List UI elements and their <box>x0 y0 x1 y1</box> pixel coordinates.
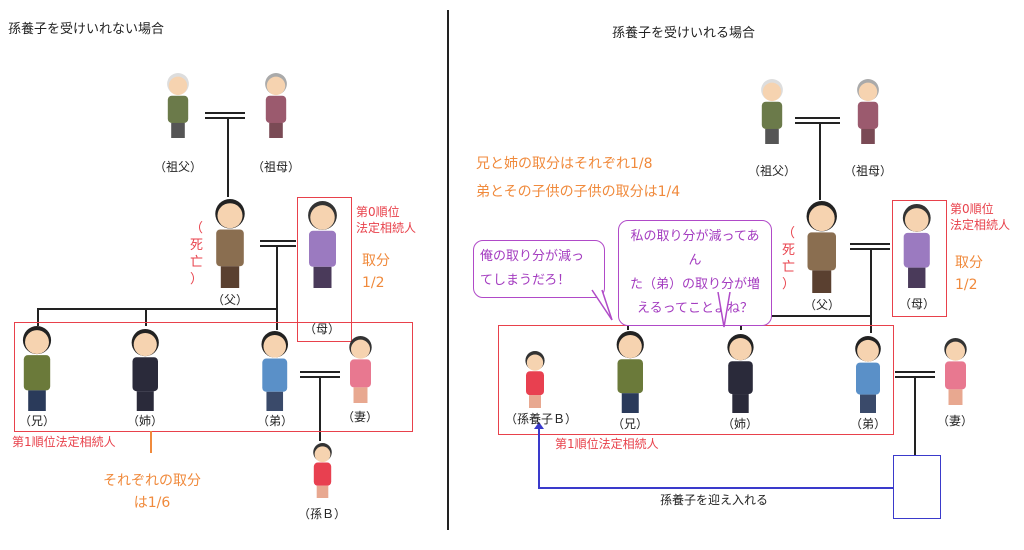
drop-line <box>145 308 147 326</box>
marriage-line <box>795 117 840 119</box>
divider <box>447 10 449 530</box>
person-label: （母） <box>898 297 935 311</box>
father-figure <box>806 201 838 293</box>
bubble-tail <box>591 289 613 321</box>
right-title: 孫養子を受けいれる場合 <box>612 26 756 41</box>
person-label: （兄） <box>18 414 55 428</box>
drop-line <box>276 308 278 330</box>
descent-line <box>227 117 229 197</box>
elder-sister-figure <box>131 329 159 411</box>
elder-sister-figure <box>726 334 754 413</box>
sibling-line <box>37 308 278 310</box>
person-label: （祖母） <box>251 160 300 174</box>
adopted-grandchild-figure <box>525 351 545 408</box>
arrow-head-icon <box>534 422 544 429</box>
father-figure <box>215 199 245 288</box>
younger-brother-figure <box>855 336 881 413</box>
person-label: （祖母） <box>843 164 892 178</box>
grandmother-figure <box>857 79 879 144</box>
children-highlight <box>14 322 413 432</box>
descent-line <box>319 376 321 441</box>
descent-line <box>914 376 916 455</box>
mother-figure <box>903 204 931 288</box>
mother-highlight <box>892 200 947 317</box>
person-label: （姉） <box>721 417 758 431</box>
drop-line <box>37 308 39 326</box>
grandmother-figure <box>265 73 287 138</box>
mother-rank: 第0順位法定相続人 <box>950 202 1011 232</box>
person-label: （父） <box>803 298 840 312</box>
person-label: （祖父） <box>747 164 796 178</box>
grandchild-figure <box>312 443 332 498</box>
person-label: （姉） <box>126 414 163 428</box>
grandfather-figure <box>167 73 189 138</box>
descent-line <box>276 245 278 308</box>
bubble-tail <box>717 292 731 328</box>
person-label: （弟） <box>256 414 293 428</box>
adoption-label: 孫養子を迎え入れる <box>660 493 769 507</box>
person-label: （弟） <box>849 417 886 431</box>
person-label: （兄） <box>611 417 648 431</box>
marriage-line <box>205 112 245 114</box>
person-label: （祖父） <box>153 160 202 174</box>
deceased-label: （死亡） <box>782 226 796 292</box>
person-label: （妻） <box>341 410 378 424</box>
children-rank: 第1順位法定相続人 <box>12 435 116 449</box>
elder-brother-figure <box>22 326 52 411</box>
person-label: （孫Ｂ） <box>297 507 346 521</box>
person-label: （母） <box>303 322 340 336</box>
adoption-arrow <box>538 428 540 488</box>
wife-figure <box>348 336 372 403</box>
descent-line <box>870 248 872 333</box>
person-label: （父） <box>211 293 248 307</box>
children-share: それぞれの取分は1/6 <box>103 473 201 511</box>
mother-highlight <box>297 197 352 342</box>
deceased-label: （死亡） <box>190 221 204 287</box>
speech-bubble-sister: 私の取り分が減ってあんた（弟）の取り分が増えるってことよね？ <box>618 220 772 326</box>
wife-figure <box>943 338 967 405</box>
younger-brother-figure <box>261 331 289 411</box>
placeholder-box <box>893 455 941 519</box>
marriage-line <box>895 371 935 373</box>
marriage-line <box>850 243 890 245</box>
mother-rank: 第0順位法定相続人 <box>356 205 417 235</box>
person-label: （妻） <box>936 414 973 428</box>
marriage-line <box>300 371 340 373</box>
marriage-line <box>205 117 245 119</box>
person-label: （孫養子Ｂ） <box>505 412 578 426</box>
pointer-line <box>150 431 152 453</box>
left-title: 孫養子を受けいれない場合 <box>8 22 165 37</box>
mother-figure <box>307 201 337 288</box>
speech-bubble-brother: 俺の取り分が減ってしまうだろ！ <box>473 240 605 298</box>
children-rank: 第1順位法定相続人 <box>555 437 659 451</box>
marriage-line <box>260 240 296 242</box>
grandfather-figure <box>761 79 783 144</box>
marriage-line <box>260 245 296 247</box>
adoption-arrow <box>538 487 893 489</box>
descent-line <box>819 122 821 200</box>
elder-brother-figure <box>616 331 644 413</box>
marriage-line <box>795 122 840 124</box>
